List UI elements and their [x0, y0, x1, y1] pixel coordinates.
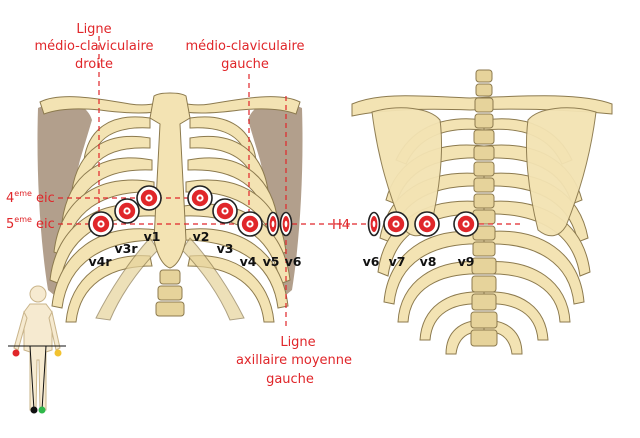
label-line-left-1: médio-claviculaire	[185, 39, 304, 54]
electrode-v5	[266, 211, 280, 237]
electrode-v4	[237, 211, 263, 237]
electrode-v2	[187, 185, 213, 211]
limb-electrode-green	[38, 406, 46, 414]
electrode-v3	[212, 198, 238, 224]
limb-electrode-red	[12, 349, 20, 357]
human-figure	[8, 285, 66, 414]
lead-label-v3: v3	[217, 241, 234, 256]
lead-label-v4r: v4r	[88, 254, 112, 269]
label-line-left-2: gauche	[221, 57, 269, 72]
electrode-v8	[414, 211, 440, 237]
lead-label-v9: v9	[458, 254, 475, 269]
label-eic5: 5eme eic	[6, 215, 55, 232]
back-rib-cage	[351, 69, 613, 355]
electrode-v6-front	[279, 211, 293, 237]
lead-label-v1: v1	[144, 229, 161, 244]
annotation-labels: Ligne médio-claviculaire droite médio-cl…	[6, 22, 352, 387]
limb-electrode-yellow	[54, 349, 62, 357]
electrode-v7	[383, 211, 409, 237]
lead-label-v6-front: v6	[285, 254, 302, 269]
electrode-v4r	[88, 211, 114, 237]
lead-label-v8: v8	[420, 254, 437, 269]
label-axillary-1: Ligne	[280, 335, 315, 350]
lead-label-v5: v5	[263, 254, 280, 269]
lead-label-v7: v7	[389, 254, 406, 269]
label-line-right-1: Ligne	[76, 22, 111, 37]
label-axillary-2: axillaire moyenne	[236, 353, 352, 368]
limb-electrode-black	[30, 406, 38, 414]
electrode-v6-back	[367, 211, 381, 237]
lead-labels: v1 v2 v3r v3 v4r v4 v5 v6 v6 v7 v8 v9	[88, 229, 474, 269]
electrode-v9	[453, 211, 479, 237]
lead-label-v4: v4	[240, 254, 257, 269]
label-h4: H4	[332, 218, 350, 233]
lead-label-v6-back: v6	[363, 254, 380, 269]
electrode-v3r	[114, 198, 140, 224]
label-line-right-2: médio-claviculaire	[34, 39, 153, 54]
front-rib-cage	[37, 92, 303, 323]
label-eic4: 4eme eic	[6, 189, 55, 206]
lead-label-v2: v2	[193, 229, 210, 244]
label-line-right-3: droite	[75, 57, 113, 72]
lead-label-v3r: v3r	[114, 241, 138, 256]
label-axillary-3: gauche	[266, 372, 314, 387]
electrode-v1	[136, 185, 162, 211]
